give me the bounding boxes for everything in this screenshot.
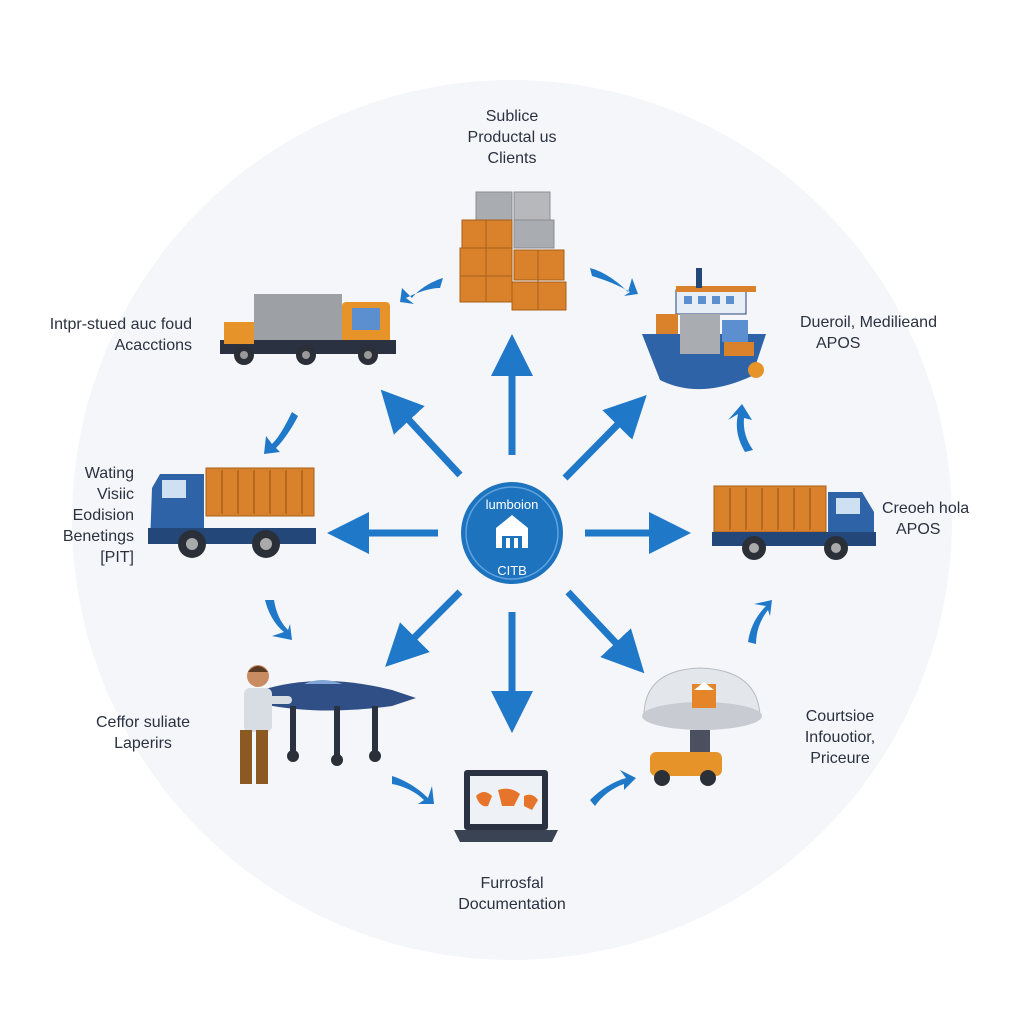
hub-bottom-text: CITB (497, 563, 527, 578)
cargo-robot-icon (642, 667, 762, 786)
cycle-arrow-6 (392, 776, 434, 804)
box-truck-icon (220, 294, 396, 365)
arrow-down-left (385, 589, 463, 667)
cycle-arrow-8 (264, 412, 298, 454)
cycle-arrow-3 (728, 404, 753, 452)
worker-plane-icon (240, 665, 416, 784)
stacked-crates-icon (459, 191, 567, 311)
building-icon (496, 515, 528, 548)
cycle-arrow-7 (265, 600, 292, 640)
cycle-arrow-4 (748, 600, 772, 644)
cycle-arrows (264, 268, 772, 806)
cargo-truck-icon (712, 485, 876, 560)
radial-arrows (327, 334, 691, 733)
arrow-up-right (562, 395, 647, 481)
container-truck-icon (148, 467, 316, 558)
laptop-map-icon (454, 770, 558, 842)
cycle-arrow-1 (400, 278, 443, 304)
hub-badge (461, 482, 563, 584)
cargo-ship-icon (642, 268, 766, 390)
arrow-up-left (380, 389, 463, 478)
hub-top-text: lumboion (485, 497, 539, 512)
cycle-arrow-5 (590, 770, 636, 806)
arrow-down-right (565, 589, 645, 674)
cycle-arrow-2 (590, 268, 638, 296)
